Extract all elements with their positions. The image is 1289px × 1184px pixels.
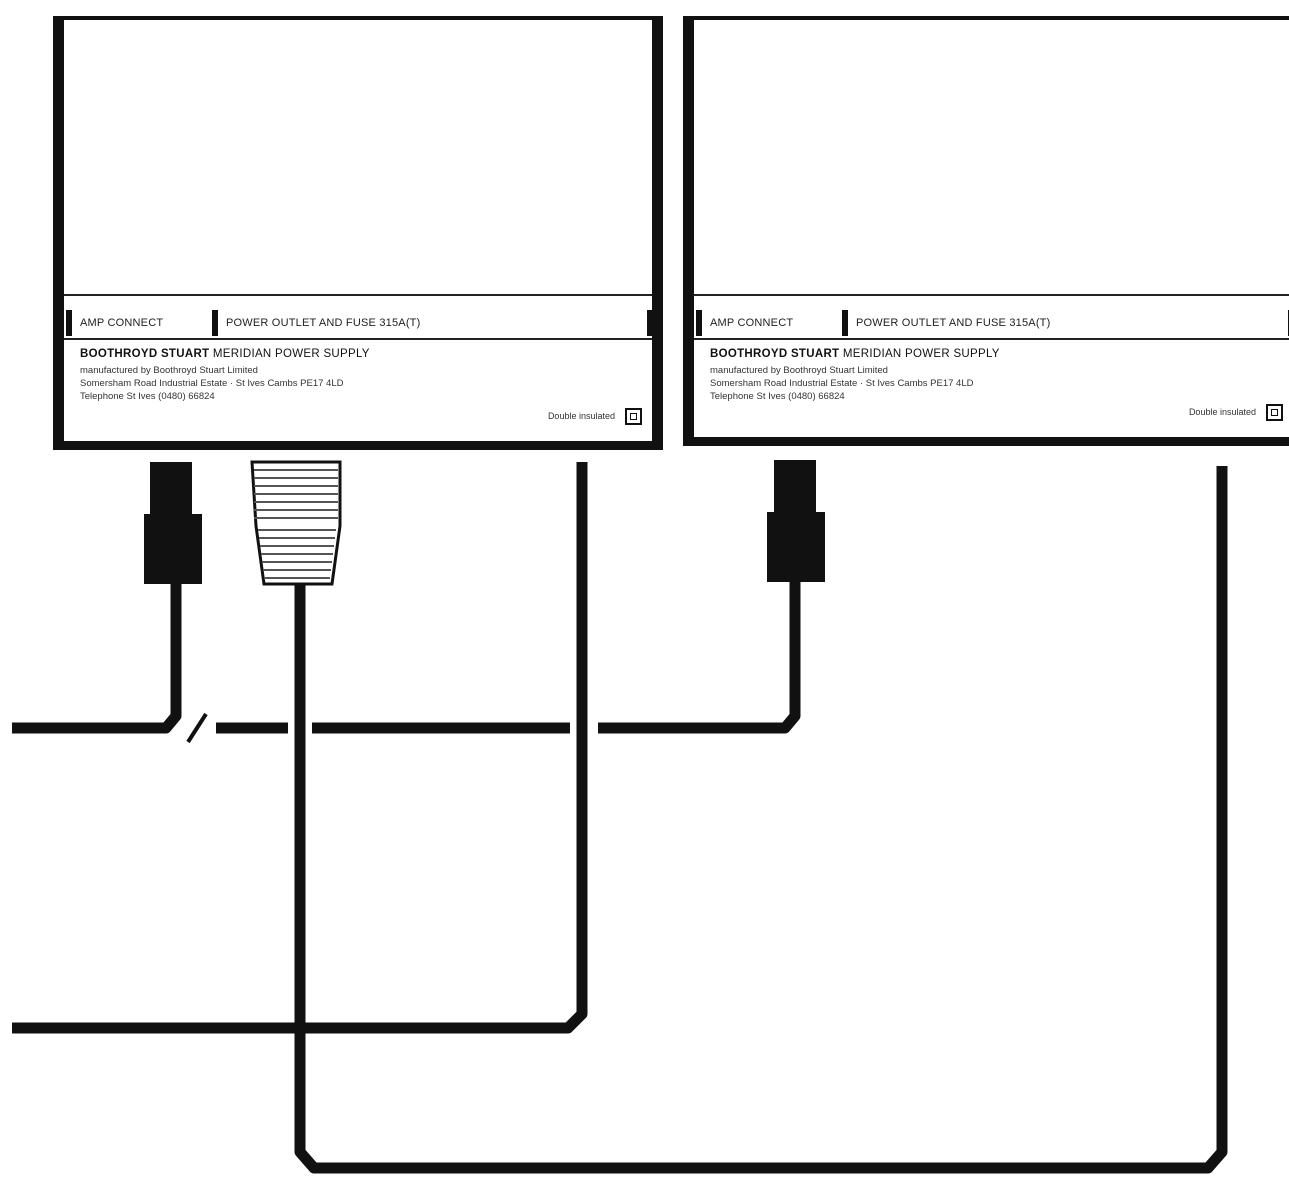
rating-plate: BOOTHROYD STUART MERIDIAN POWER SUPPLY m… (64, 342, 652, 441)
address-line: Somersham Road Industrial Estate · St Iv… (710, 378, 974, 389)
unit-panel (694, 20, 1289, 296)
telephone-line: Telephone St Ives (0480) 66824 (80, 391, 215, 402)
right-mains-cable (294, 466, 1228, 1174)
unit-panel (64, 20, 652, 296)
manufacturer-line: manufactured by Boothroyd Stuart Limited (710, 365, 888, 376)
rating-title: BOOTHROYD STUART MERIDIAN POWER SUPPLY (710, 348, 1289, 360)
power-outlet-label: POWER OUTLET AND FUSE 315A(T) (842, 310, 1276, 336)
double-insulated-icon (625, 408, 642, 425)
product-name: MERIDIAN POWER SUPPLY (842, 348, 1000, 360)
product-name: MERIDIAN POWER SUPPLY (212, 348, 370, 360)
double-insulated-label: Double insulated (547, 410, 615, 421)
double-insulated-icon (1266, 404, 1283, 421)
power-supply-unit-right: AMP CONNECT POWER OUTLET AND FUSE 315A(T… (683, 16, 1289, 446)
connector-label-row: AMP CONNECT POWER OUTLET AND FUSE 315A(T… (694, 296, 1289, 340)
power-supply-unit-left: AMP CONNECT POWER OUTLET AND FUSE 315A(T… (53, 16, 663, 450)
brand-name: BOOTHROYD STUART (710, 348, 840, 360)
double-insulated-label: Double insulated (1188, 406, 1256, 417)
connector-label-row: AMP CONNECT POWER OUTLET AND FUSE 315A(T… (64, 296, 652, 340)
right-amp-cable-a (598, 580, 801, 734)
rating-title: BOOTHROYD STUART MERIDIAN POWER SUPPLY (80, 348, 652, 360)
rating-plate: BOOTHROYD STUART MERIDIAN POWER SUPPLY m… (694, 342, 1289, 437)
power-plug (250, 460, 342, 586)
label-edge-marker (647, 310, 652, 336)
amp-connect-label: AMP CONNECT (696, 310, 846, 336)
telephone-line: Telephone St Ives (0480) 66824 (710, 391, 845, 402)
amp-plug-right (767, 460, 825, 582)
double-insulated: Double insulated (1189, 404, 1283, 421)
manufacturer-line: manufactured by Boothroyd Stuart Limited (80, 365, 258, 376)
amp-connect-label: AMP CONNECT (66, 310, 216, 336)
brand-name: BOOTHROYD STUART (80, 348, 210, 360)
amp-plug-left (144, 462, 202, 584)
address-line: Somersham Road Industrial Estate · St Iv… (80, 378, 344, 389)
power-outlet-label: POWER OUTLET AND FUSE 315A(T) (212, 310, 646, 336)
double-insulated: Double insulated (548, 408, 642, 425)
left-amp-cable (12, 580, 182, 734)
cable-break-mark (186, 712, 208, 744)
